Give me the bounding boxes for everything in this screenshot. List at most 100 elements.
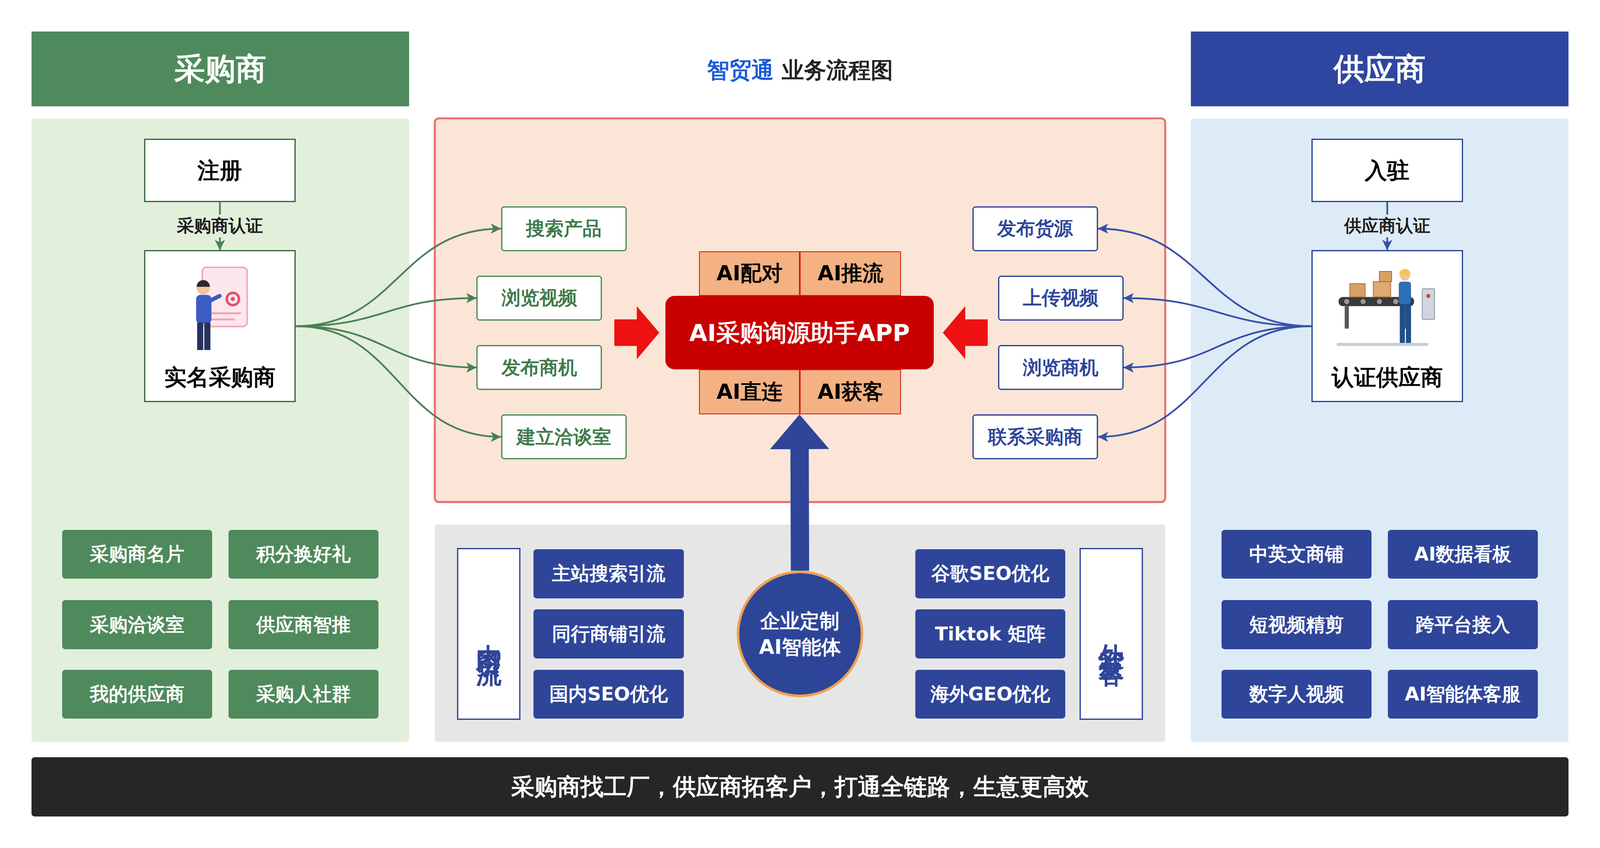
feature-button: AI智能体客服 [1387,669,1538,719]
node-text: 数字人视频 [1249,682,1344,706]
action-box: 上传视频 [998,275,1124,321]
node-text: 采购商名片 [89,542,185,566]
node-text: 供应商 [1190,31,1569,106]
node-text: Tiktok 矩阵 [935,622,1046,646]
node-text: 短视频精剪 [1249,613,1344,636]
actor-panel: 供应商入驻认证供应商中英文商铺AI数据看板短视频精剪跨平台接入数字人视频AI智能… [1190,118,1569,742]
actor-panel: 采购商注册实名采购商采购商名片积分换好礼采购洽谈室供应商智推我的供应商采购人社群 [31,118,410,742]
step-box: 入驻 [1311,138,1464,203]
node-text: 积分换好礼 [256,542,351,566]
feature-button: 中英文商铺 [1221,529,1372,579]
channel-panel [434,524,1166,742]
node-text: 建立洽谈室 [516,425,612,449]
node-text: 主站搜索引流 [551,562,666,585]
node-text: 实名采购商 [164,363,276,391]
node-text: 我的供应商 [89,682,185,706]
action-box: 发布货源 [972,206,1099,252]
channel-group-label: 外贸获客 [1079,547,1143,720]
node-text: 浏览视频 [501,286,578,310]
ai-cell: AI获客 [799,369,901,415]
node-text: 搜索产品 [525,217,602,240]
app-core: AI采购询源助手APP AI配对 AI推流 AI直连 AI获客 [665,251,934,415]
action-box: 浏览视频 [476,275,602,321]
connector [295,297,477,326]
node-text: 发布商机 [501,356,578,379]
ai-cell: AI推流 [799,251,901,297]
node-text: 同行商铺引流 [551,622,666,646]
node-text: 国内SEO优化 [549,682,668,706]
diagram-title: 业务流程图 [781,55,894,86]
edge-label: 供应商认证 [1341,214,1434,238]
node-text: 上传视频 [1022,286,1099,310]
feature-button: Tiktok 矩阵 [915,609,1066,659]
ai-cell: AI配对 [698,251,800,297]
node-text: 海外GEO优化 [930,682,1051,706]
feature-button: AI数据看板 [1387,529,1538,579]
node-text: 供应商智推 [256,613,351,636]
node-text: 外贸获客 [1095,623,1127,644]
node-text: 注册 [197,157,242,184]
connector [1098,325,1312,437]
connector [1123,325,1312,368]
node-text: 谷歌SEO优化 [931,562,1050,585]
action-box: 搜索产品 [501,206,627,252]
feature-button: 供应商智推 [228,599,379,649]
feature-button: 同行商铺引流 [533,609,684,659]
role-box: 认证供应商 [1311,249,1464,402]
feature-button: 采购人社群 [228,669,379,719]
node-text: 采购洽谈室 [89,613,185,636]
node-text: 采购人社群 [256,682,351,706]
slogan-band: 采购商找工厂，供应商拓客户，打通全链路，生意更高效 [31,756,1569,817]
step-box: 注册 [144,138,297,203]
feature-button: 跨平台接入 [1387,599,1538,649]
connector [295,325,477,368]
node-text: 中英文商铺 [1249,542,1344,566]
action-box: 浏览商机 [998,344,1124,390]
connector [1123,297,1312,326]
feature-button: 海外GEO优化 [915,669,1066,719]
node-text: AI数据看板 [1414,542,1512,566]
node-text: AI智能体客服 [1404,682,1522,706]
feature-button: 数字人视频 [1221,669,1372,719]
action-box: 建立洽谈室 [501,414,627,460]
center-panel [434,118,1166,502]
node-text: 采购商找工厂，供应商拓客户，打通全链路，生意更高效 [511,772,1089,801]
flow-arrow-left [614,306,660,360]
node-text: AI推流 [817,260,884,287]
node-text: 企业定制 AI智能体 [748,607,852,660]
node-text: 发布货源 [997,217,1073,240]
node-text: AI配对 [716,260,783,287]
node-text: 内贸引流 [473,623,505,644]
feature-button: 谷歌SEO优化 [915,549,1066,599]
action-box: 联系采购商 [972,414,1099,460]
feature-button: 积分换好礼 [228,529,379,579]
thick-arrow [769,414,830,571]
feature-button: 国内SEO优化 [533,669,684,719]
brand-name: 智贸通 [706,55,774,86]
node-text: AI获客 [817,379,884,405]
connector [295,228,501,326]
node-text: 浏览商机 [1022,356,1099,379]
feature-button: 采购商名片 [62,529,213,579]
channel-group-label: 内贸引流 [457,547,521,720]
feature-button: 主站搜索引流 [533,549,684,599]
title-row: 智贸通业务流程图 [434,49,1166,91]
ai-cell: AI直连 [698,369,800,415]
node-text: 采购商 [31,31,410,106]
feature-button: 我的供应商 [62,669,213,719]
node-text: AI直连 [716,379,783,405]
node-text: 跨平台接入 [1415,613,1511,636]
feature-button: 采购洽谈室 [62,599,213,649]
connector [1098,228,1312,326]
node-text: AI采购询源助手APP [665,295,934,370]
edge-label: 采购商认证 [173,214,267,238]
feature-button: 短视频精剪 [1221,599,1372,649]
agent-circle: 企业定制 AI智能体 [736,570,864,697]
node-text: 入驻 [1364,157,1410,184]
flow-arrow-right [942,306,988,360]
role-box: 实名采购商 [144,249,297,402]
node-text: 认证供应商 [1331,363,1443,391]
action-box: 发布商机 [476,344,602,390]
